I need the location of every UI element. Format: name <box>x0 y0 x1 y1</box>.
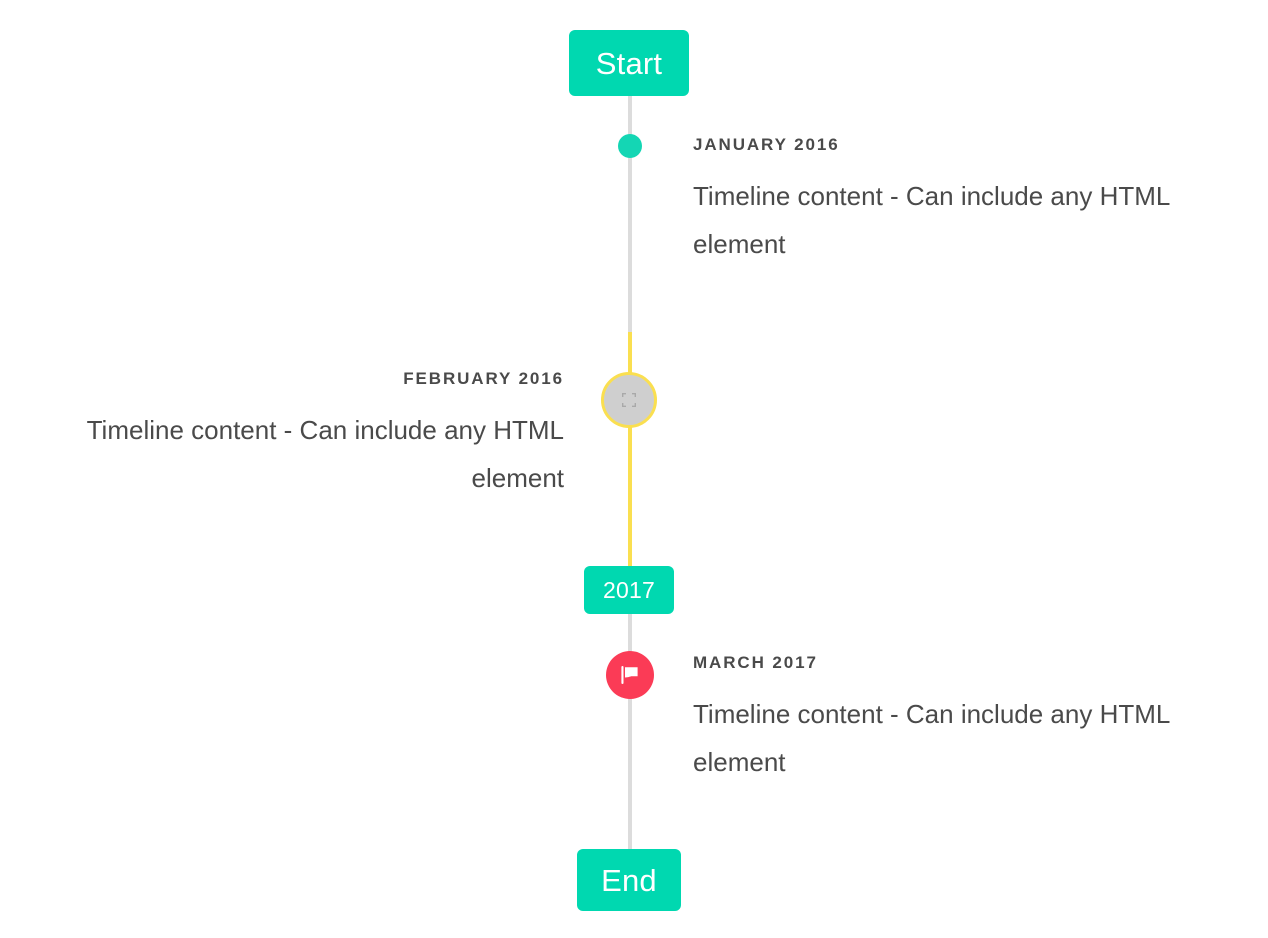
timeline-rail-segment-highlight <box>628 332 632 566</box>
flag-icon <box>618 663 642 687</box>
timeline-entry-label: JANUARY 2016 <box>693 135 840 154</box>
timeline-rail-segment-top <box>628 96 632 332</box>
timeline-start-badge-label: Start <box>595 45 663 81</box>
timeline-rail-segment-bottom <box>628 614 632 850</box>
timeline-marker-ring[interactable] <box>601 372 657 428</box>
timeline-entry-body: Timeline content - Can include any HTML … <box>86 415 564 493</box>
timeline-entry-body: Timeline content - Can include any HTML … <box>693 699 1170 777</box>
timeline-marker-dot[interactable] <box>618 134 642 158</box>
broken-image-icon <box>621 392 637 408</box>
timeline-entry-body: Timeline content - Can include any HTML … <box>693 181 1170 259</box>
timeline-entry-label: MARCH 2017 <box>693 653 818 672</box>
timeline-year-badge-label: 2017 <box>603 576 655 603</box>
timeline-marker-flag[interactable] <box>606 651 654 699</box>
timeline-year-badge[interactable]: 2017 <box>584 566 674 614</box>
timeline-end-badge[interactable]: End <box>577 849 681 911</box>
timeline-entry-label: FEBRUARY 2016 <box>403 369 564 388</box>
timeline-start-badge[interactable]: Start <box>569 30 689 96</box>
timeline-end-badge-label: End <box>601 862 657 898</box>
